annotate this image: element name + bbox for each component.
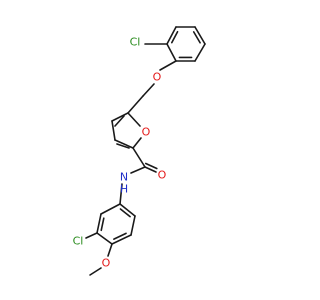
- atom-label-n1: N: [120, 171, 128, 184]
- bond: [100, 203, 121, 215]
- bond: [96, 232, 113, 245]
- bond: [107, 243, 113, 257]
- bond: [166, 26, 177, 45]
- bond: [130, 166, 146, 174]
- bond: [119, 183, 123, 205]
- atom-label-cl1: Cl: [130, 36, 141, 49]
- bond: [166, 43, 177, 62]
- bond: [100, 217, 105, 232]
- atom-label-cl2: Cl: [73, 235, 84, 248]
- bond: [89, 267, 102, 276]
- bond: [96, 213, 102, 234]
- atom-label-o3: O: [158, 169, 167, 182]
- bond: [111, 234, 132, 245]
- bond: [192, 31, 201, 44]
- bond: [159, 60, 177, 71]
- bond: [145, 162, 158, 170]
- bond: [119, 203, 136, 217]
- bond: [144, 166, 157, 173]
- bond: [85, 232, 98, 239]
- bond: [127, 112, 141, 127]
- bond: [194, 43, 206, 62]
- bond: [114, 115, 125, 127]
- atom-label-h1: H: [120, 183, 128, 196]
- bond-layer: [85, 26, 206, 276]
- atom-label-o4: O: [102, 257, 111, 270]
- bond: [119, 208, 131, 218]
- bond: [111, 120, 116, 141]
- bond: [114, 139, 134, 149]
- bond: [132, 137, 142, 149]
- bond: [130, 215, 136, 236]
- bond: [113, 232, 127, 240]
- bond: [127, 95, 144, 114]
- bond: [171, 30, 179, 44]
- bond: [116, 143, 130, 149]
- bond: [111, 112, 129, 122]
- bond: [142, 83, 155, 97]
- atom-label-o2: O: [142, 126, 151, 139]
- atom-label-o1: O: [153, 71, 162, 84]
- bond: [194, 26, 206, 45]
- bond: [132, 147, 146, 168]
